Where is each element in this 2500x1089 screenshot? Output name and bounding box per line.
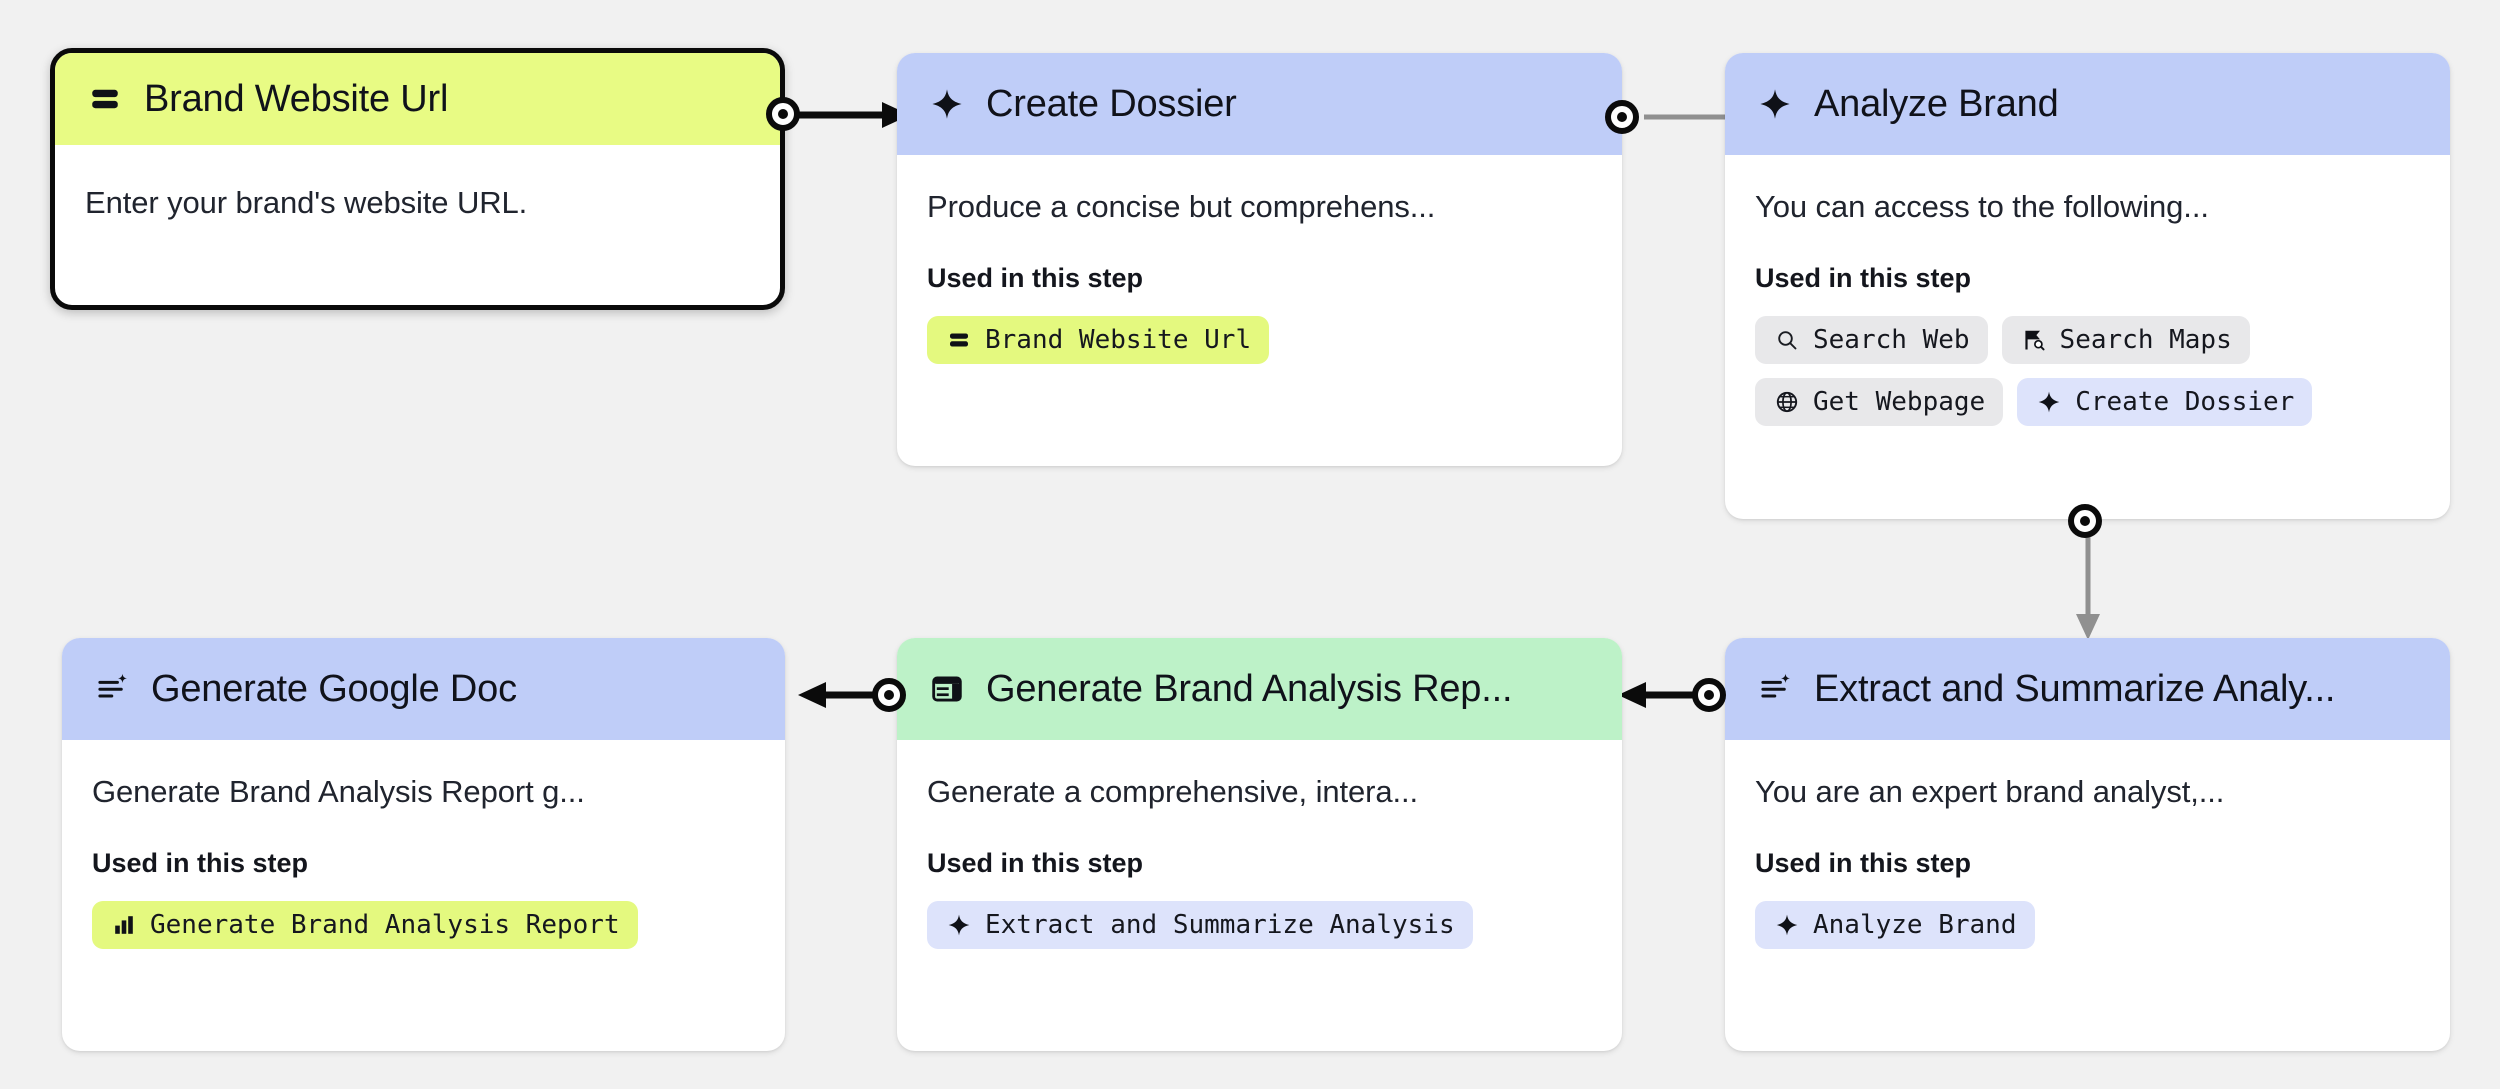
used-in-this-step-label: Used in this step [1755, 263, 1972, 293]
node-description: Produce a concise but comprehens... [927, 189, 1436, 224]
handle-core [2080, 516, 2090, 526]
connector-handle-analyze-brand-out[interactable] [2068, 504, 2102, 538]
connector-handle-extract-and-summarize-out[interactable] [1692, 678, 1726, 712]
chip-generate-brand-analysis-report[interactable]: Generate Brand Analysis Report [92, 901, 638, 949]
node-brand-website-url[interactable]: Brand Website Url Enter your brand's web… [50, 48, 785, 310]
node-description: Generate Brand Analysis Report g... [92, 774, 585, 809]
used-chip-list: Analyze Brand [1755, 901, 2420, 949]
node-body: Enter your brand's website URL. [55, 145, 780, 251]
chip-label: Create Dossier [2075, 387, 2295, 417]
chip-label: Search Web [1813, 325, 1970, 355]
node-title: Generate Google Doc [151, 667, 517, 710]
handle-core [1704, 690, 1714, 700]
chip-search-web[interactable]: Search Web [1755, 316, 1988, 364]
chip-label: Analyze Brand [1813, 910, 2017, 940]
summarize-icon [90, 667, 134, 711]
used-in-this-step-label: Used in this step [927, 263, 1144, 293]
node-body: Generate a comprehensive, intera... Used… [897, 740, 1622, 979]
node-header: Extract and Summarize Analy... [1725, 638, 2450, 740]
connector-handle-brand-website-url-out[interactable] [766, 97, 800, 131]
node-title: Brand Website Url [144, 77, 449, 120]
node-header: Generate Google Doc [62, 638, 785, 740]
chip-label: Get Webpage [1813, 387, 1986, 417]
used-in-this-step-label: Used in this step [92, 848, 309, 878]
node-body: Generate Brand Analysis Report g... Used… [62, 740, 785, 979]
node-description: Generate a comprehensive, intera... [927, 774, 1419, 809]
node-create-dossier[interactable]: Create Dossier Produce a concise but com… [897, 53, 1622, 466]
node-title: Extract and Summarize Analy... [1814, 667, 2336, 710]
node-body: Produce a concise but comprehens... Used… [897, 155, 1622, 394]
node-generate-google-doc[interactable]: Generate Google Doc Generate Brand Analy… [62, 638, 785, 1051]
sparkle-icon [945, 911, 973, 939]
connector-handle-create-dossier-out[interactable] [1605, 100, 1639, 134]
used-in-this-step-label: Used in this step [927, 848, 1144, 878]
chip-extract-and-summarize-analysis[interactable]: Extract and Summarize Analysis [927, 901, 1473, 949]
node-description: You are an expert brand analyst,... [1755, 774, 2225, 809]
input-variable-icon [83, 77, 127, 121]
used-chip-list: Extract and Summarize Analysis [927, 901, 1592, 949]
used-in-this-step-label: Used in this step [1755, 848, 1972, 878]
handle-core [884, 690, 894, 700]
node-title: Generate Brand Analysis Rep... [986, 667, 1513, 710]
connector-handle-generate-report-out[interactable] [872, 678, 906, 712]
chip-brand-website-url[interactable]: Brand Website Url [927, 316, 1270, 364]
node-generate-brand-analysis-report[interactable]: Generate Brand Analysis Rep... Generate … [897, 638, 1622, 1051]
node-title: Create Dossier [986, 82, 1237, 125]
chip-search-maps[interactable]: Search Maps [2001, 316, 2250, 364]
globe-icon [1773, 388, 1801, 416]
chip-create-dossier[interactable]: Create Dossier [2017, 378, 2313, 426]
handle-core [1617, 112, 1627, 122]
search-icon [1773, 326, 1801, 354]
map-search-icon [2020, 326, 2048, 354]
panel-layout-icon [925, 667, 969, 711]
used-chip-list: Brand Website Url [927, 316, 1592, 364]
node-header: Brand Website Url [55, 53, 780, 145]
handle-core [778, 109, 788, 119]
node-body: You are an expert brand analyst,... Used… [1725, 740, 2450, 979]
sparkle-icon [925, 82, 969, 126]
sparkle-icon [1753, 82, 1797, 126]
node-description: Enter your brand's website URL. [85, 185, 528, 220]
node-header: Generate Brand Analysis Rep... [897, 638, 1622, 740]
summarize-icon [1753, 667, 1797, 711]
input-variable-icon [945, 326, 973, 354]
chip-label: Extract and Summarize Analysis [985, 910, 1455, 940]
node-description: You can access to the following... [1755, 189, 2209, 224]
node-extract-and-summarize-analysis[interactable]: Extract and Summarize Analy... You are a… [1725, 638, 2450, 1051]
used-chip-list: Search Web Search Maps [1755, 316, 2420, 426]
chip-get-webpage[interactable]: Get Webpage [1755, 378, 2004, 426]
used-chip-list: Generate Brand Analysis Report [92, 901, 755, 949]
node-header: Create Dossier [897, 53, 1622, 155]
bar-chart-icon [110, 911, 138, 939]
node-header: Analyze Brand [1725, 53, 2450, 155]
node-body: You can access to the following... Used … [1725, 155, 2450, 456]
edge-analyze-brand-to-extract-and-summarize[interactable] [2068, 520, 2108, 640]
chip-analyze-brand[interactable]: Analyze Brand [1755, 901, 2035, 949]
chip-label: Brand Website Url [985, 325, 1252, 355]
chip-label: Search Maps [2059, 325, 2232, 355]
chip-label: Generate Brand Analysis Report [150, 910, 620, 940]
node-analyze-brand[interactable]: Analyze Brand You can access to the foll… [1725, 53, 2450, 519]
sparkle-icon [2035, 388, 2063, 416]
sparkle-icon [1773, 911, 1801, 939]
node-title: Analyze Brand [1814, 82, 2059, 125]
